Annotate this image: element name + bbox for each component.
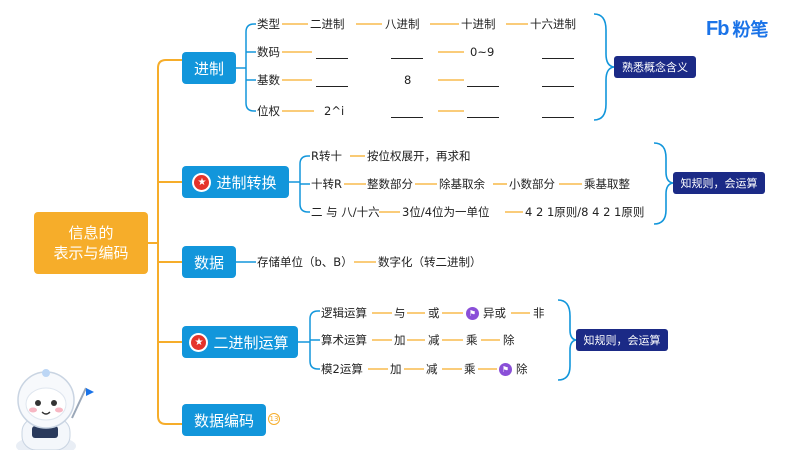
cell-octal-base: 8 [404,73,412,87]
op-arith-div: 除 [503,333,515,347]
root-node[interactable]: 信息的 表示与编码 [34,212,148,274]
data-digitization: 数字化（转二进制） [378,255,482,269]
astronaut-mascot-icon [16,369,94,450]
blank-cell[interactable] [316,58,348,59]
op-logic-and: 与 [394,306,406,320]
blank-cell[interactable] [542,86,574,87]
op-arith: 算术运算 [321,333,367,347]
topic-shuju-label: 数据 [193,253,224,272]
blank-cell[interactable] [316,86,348,87]
topic-zhuanhuan-label: 进制转换 [216,173,277,192]
topic-yunsuan-label: 二进制运算 [213,333,289,352]
blank-cell[interactable] [542,58,574,59]
topic-zhuanhuan[interactable]: ★ 进制转换 [182,166,289,198]
op-logic: 逻辑运算 [321,306,367,320]
logo-mark: Fb [706,17,729,40]
cell-binary-weight: 2^i [324,104,345,118]
fenbi-logo: Fb 粉笔 [706,16,768,42]
op-mod2: 模2运算 [321,362,363,376]
note-yunsuan: 知规则，会运算 [576,329,668,351]
conv-frac-part: 小数部分 [509,177,555,191]
root-label-line1: 信息的 [68,224,114,242]
conv-frac-method: 乘基取整 [584,177,630,191]
header-octal: 八进制 [385,17,420,31]
conv-ten-to-r: 十转R [311,177,342,191]
op-logic-xor: 异或 [483,306,506,320]
conv-421-rule: 4 2 1原则/8 4 2 1原则 [525,205,645,219]
op-logic-xor-group: ⚑ 异或 [466,306,506,320]
op-mod2-div-group: ⚑除 [499,362,528,376]
op-logic-or: 或 [428,306,440,320]
conv-bin-oct-hex: 二 与 八/十六 [311,205,380,219]
flag-marker-icon: ⚑ [466,307,479,320]
topic-bianma[interactable]: 数据编码 [182,404,266,436]
op-mod2-sub: 减 [426,362,438,376]
root-label-line2: 表示与编码 [53,244,129,262]
op-arith-mul: 乘 [466,333,478,347]
topic-bianma-label: 数据编码 [193,411,254,430]
note-jinzhi-text: 熟悉概念含义 [622,61,688,74]
note-yunsuan-text: 知规则，会运算 [583,334,661,347]
blank-cell[interactable] [542,117,574,118]
topic-yunsuan[interactable]: ★ 二进制运算 [182,326,298,358]
op-mod2-mul: 乘 [464,362,476,376]
op-logic-not: 非 [533,306,545,320]
conv-r-to-ten-method: 按位权展开，再求和 [367,149,471,163]
topic-shuju[interactable]: 数据 [182,246,236,278]
blank-cell[interactable] [467,117,499,118]
blank-cell[interactable] [391,58,423,59]
topic-jinzhi[interactable]: 进制 [182,52,236,84]
conv-group-rule: 3位/4位为一单位 [402,205,490,219]
row-label-weight: 位权 [257,104,280,118]
op-mod2-div: 除 [516,362,528,376]
topic-jinzhi-label: 进制 [193,59,224,78]
op-mod2-add: 加 [390,362,402,376]
note-jinzhi: 熟悉概念含义 [614,56,696,78]
cell-decimal-digits: 0~9 [470,45,495,59]
note-zhuanhuan: 知规则，会运算 [673,172,765,194]
row-label-type: 类型 [257,17,280,31]
logo-text: 粉笔 [732,20,769,41]
conv-int-method: 除基取余 [439,177,485,191]
header-hex: 十六进制 [530,17,576,31]
blank-cell[interactable] [391,117,423,118]
collapse-toggle[interactable]: 13 [268,413,280,425]
header-decimal: 十进制 [461,17,496,31]
flag-marker-icon: ⚑ [499,363,512,376]
header-binary: 二进制 [310,17,345,31]
note-zhuanhuan-text: 知规则，会运算 [680,177,758,190]
op-arith-add: 加 [394,333,406,347]
row-label-digits: 数码 [257,45,280,59]
blank-cell[interactable] [467,86,499,87]
conv-int-part: 整数部分 [367,177,413,191]
star-badge-icon: ★ [194,174,210,190]
data-storage-unit: 存储单位（b、B） [257,255,353,269]
conv-r-to-ten: R转十 [311,149,342,163]
row-label-base: 基数 [257,73,280,87]
star-badge-icon: ★ [191,334,207,350]
op-arith-sub: 减 [428,333,440,347]
